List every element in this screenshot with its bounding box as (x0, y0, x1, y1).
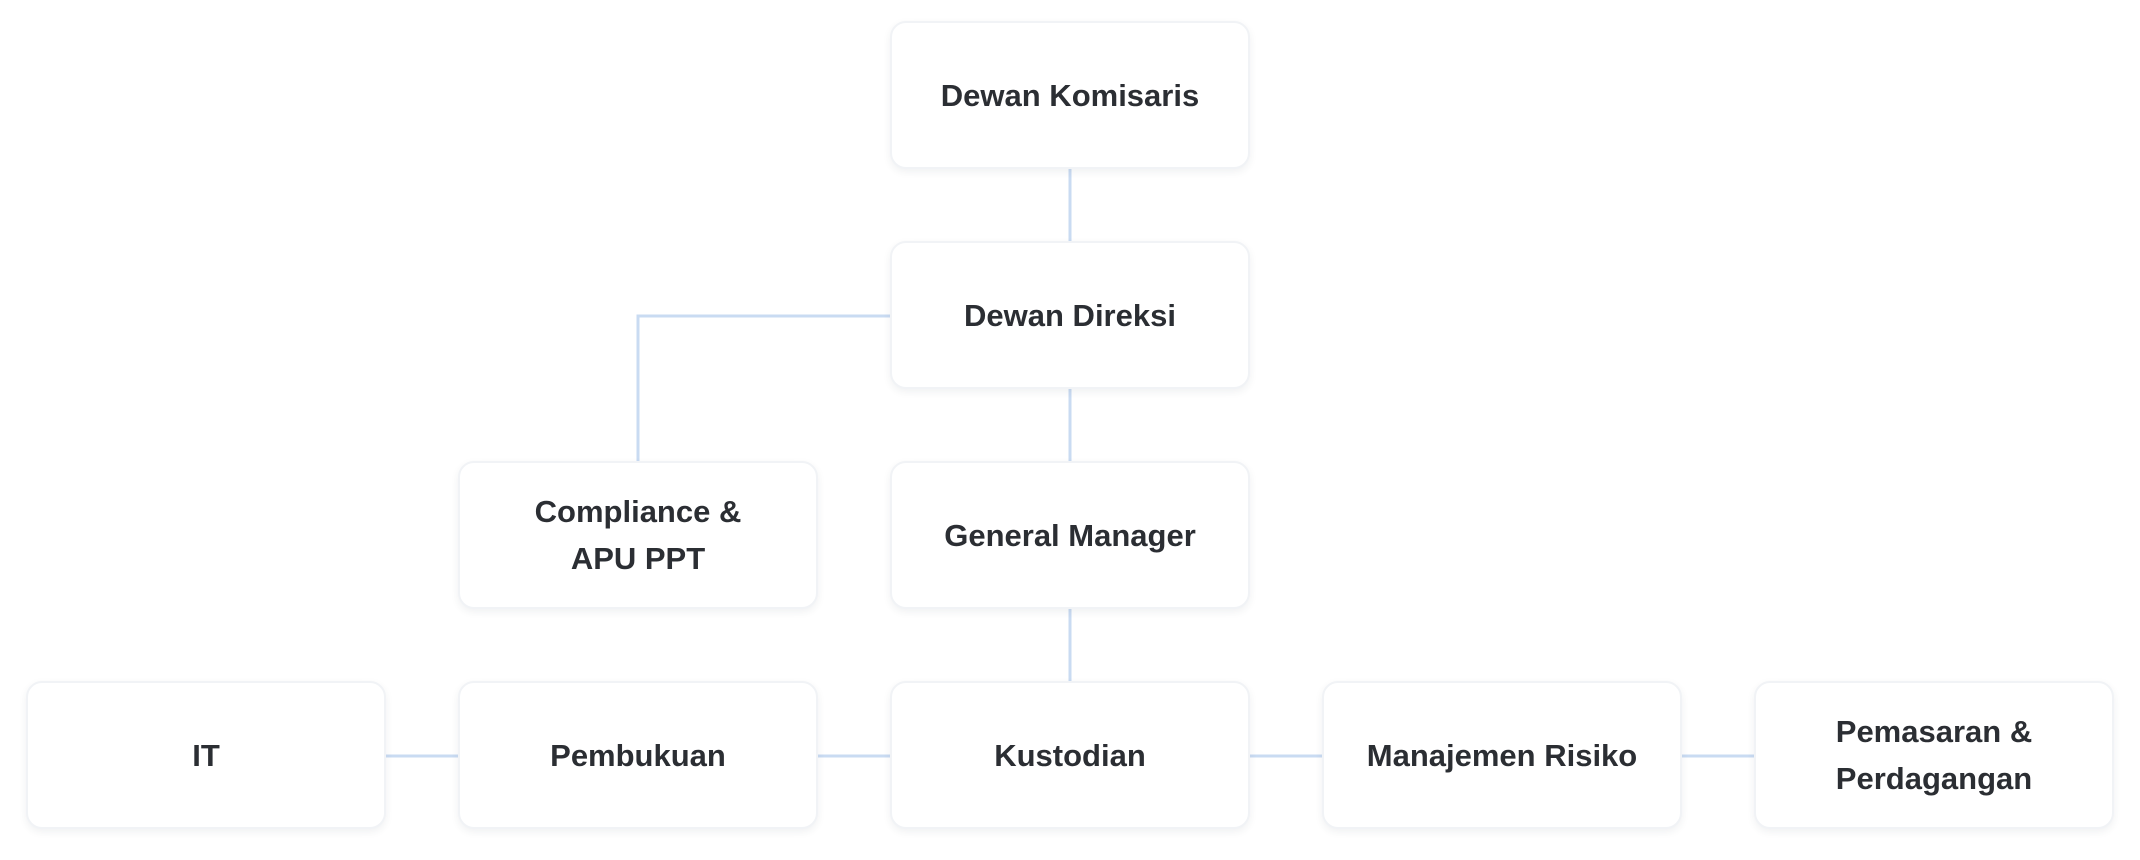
node-pemasaran-perdagangan: Pemasaran & Perdagangan (1754, 681, 2114, 829)
node-manajemen-risiko: Manajemen Risiko (1322, 681, 1682, 829)
node-it: IT (26, 681, 386, 829)
node-label: General Manager (944, 517, 1196, 553)
node-label: Kustodian (994, 737, 1146, 773)
node-label: Pembukuan (550, 737, 726, 773)
node-compliance-apu-ppt: Compliance & APU PPT (458, 461, 818, 609)
node-dewan-komisaris: Dewan Komisaris (890, 21, 1250, 169)
node-label: Manajemen Risiko (1366, 737, 1638, 773)
node-label: Dewan Komisaris (940, 77, 1200, 113)
node-label: IT (192, 737, 220, 773)
node-label: Pemasaran & Perdagangan (1835, 714, 2033, 796)
node-kustodian: Kustodian (890, 681, 1250, 829)
node-dewan-direksi: Dewan Direksi (890, 241, 1250, 389)
node-pembukuan: Pembukuan (458, 681, 818, 829)
connector-direksi-compliance (636, 314, 890, 461)
node-general-manager: General Manager (890, 461, 1250, 609)
node-label: Compliance & APU PPT (534, 494, 742, 576)
node-label: Dewan Direksi (964, 297, 1176, 333)
